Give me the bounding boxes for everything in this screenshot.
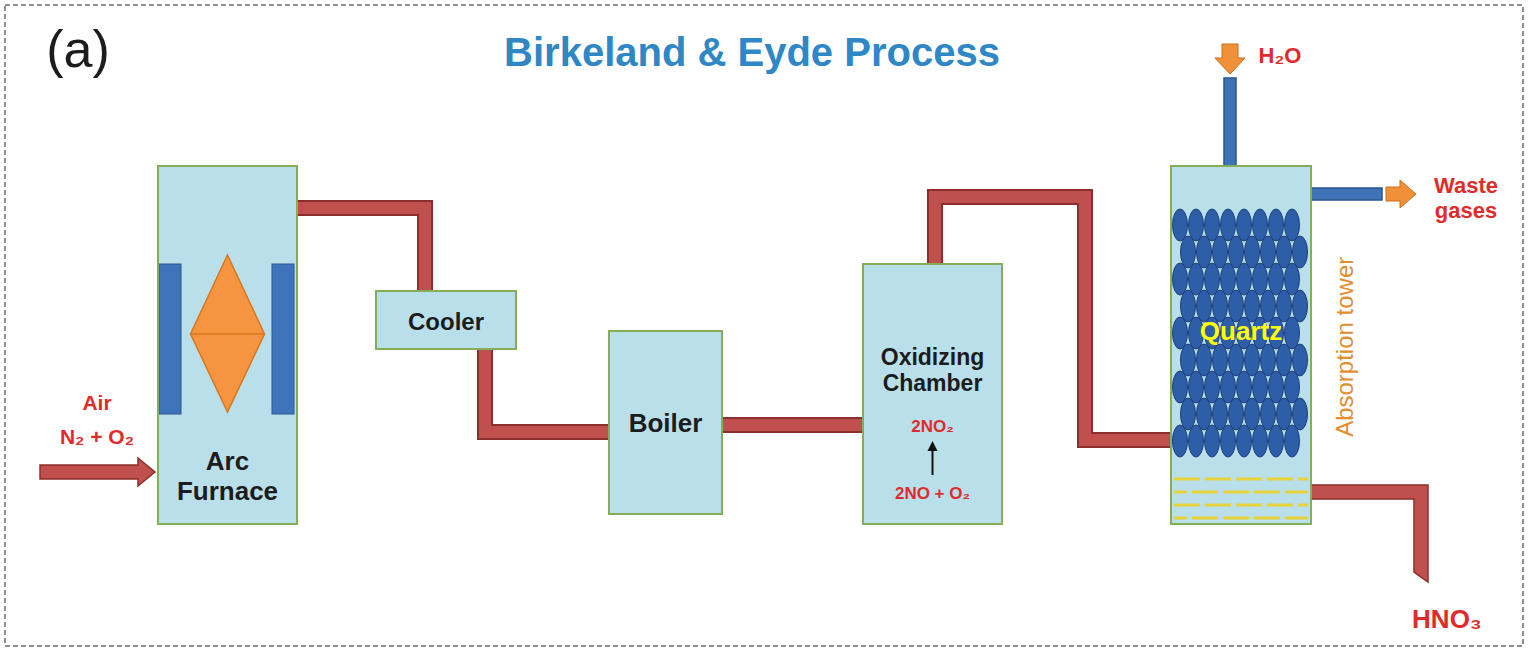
water-label: H₂O (1259, 43, 1302, 68)
pipe-connector (485, 350, 608, 432)
reaction-arrowhead (928, 441, 938, 451)
waste-label: Waste gases (1418, 173, 1514, 224)
boiler-box: Boiler (608, 330, 723, 515)
inlet-formula: N₂ + O₂ (60, 425, 134, 449)
oxidizing-chamber-box: Oxidizing Chamber 2NO₂ 2NO + O₂ (862, 263, 1003, 525)
boiler-name: Boiler (616, 409, 715, 439)
pipe-body (485, 350, 608, 432)
pipe-connector (298, 208, 425, 290)
acid-label: HNO₃ (1412, 605, 1482, 635)
reaction-reactants: 2NO + O₂ (870, 484, 995, 504)
pipe-outline (298, 208, 425, 290)
packing-name: Quartz (1178, 317, 1304, 347)
pipe-body (723, 419, 862, 431)
pipe-connector (723, 425, 862, 426)
arc-line (191, 333, 265, 335)
arc-furnace-box: Arc Furnace (157, 165, 298, 525)
electrode-bar (159, 264, 181, 414)
electrode-bar (272, 264, 294, 414)
panel-letter: (a) (46, 20, 110, 80)
chamber-name: Oxidizing Chamber (870, 344, 995, 397)
absorption-tower-box: QuartzAbsorption tower (1170, 165, 1312, 525)
pipe-body (298, 208, 425, 290)
reaction-product: 2NO₂ (870, 417, 995, 437)
support-bricks (1174, 479, 1308, 518)
waste-gas-pipe (1310, 180, 1416, 208)
air-inlet-arrow (40, 458, 155, 486)
tower-name: Absorption tower (1331, 257, 1359, 437)
water-inlet-pipe (1215, 44, 1245, 168)
quartz-packing (1173, 209, 1308, 457)
pipe-outline (485, 350, 608, 432)
acid-outlet-pipe (1310, 485, 1428, 582)
dashed-frame (5, 5, 1523, 646)
inlet-label: Air (82, 391, 111, 415)
diagram-title: Birkeland & Eyde Process (504, 30, 1000, 75)
reaction-arrow (932, 447, 934, 475)
electric-arc (191, 255, 265, 412)
cooler-box: Cooler (375, 290, 517, 350)
cooler-name: Cooler (383, 308, 509, 336)
pipe-outline (723, 417, 862, 433)
furnace-name: Arc Furnace (165, 447, 290, 507)
